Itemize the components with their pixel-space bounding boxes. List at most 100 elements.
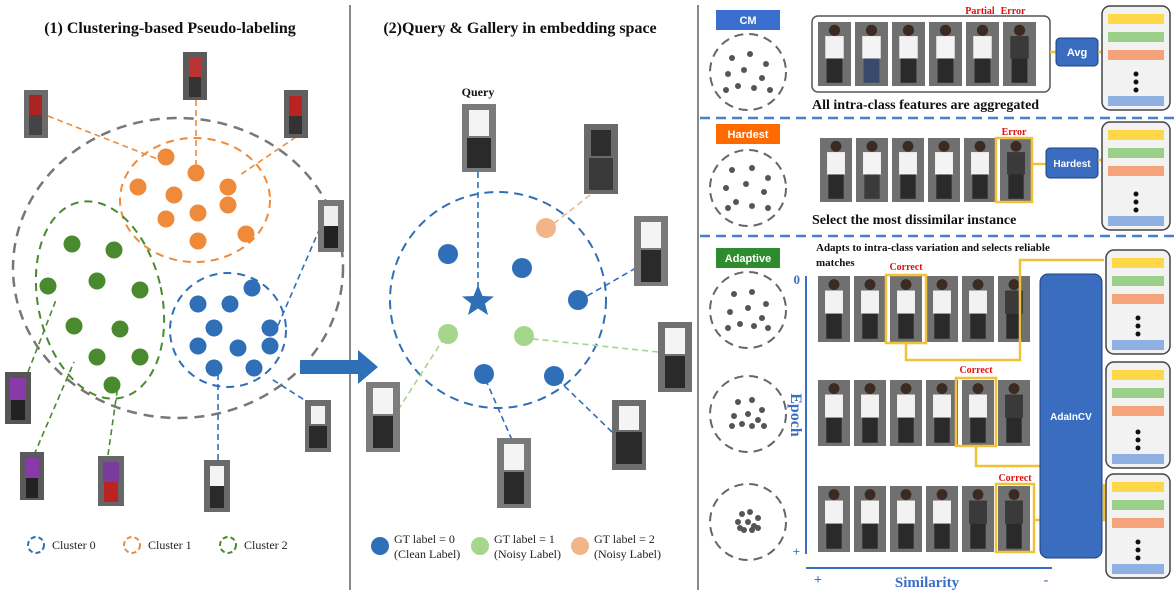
cluster-point (103, 376, 121, 394)
epoch-label: Epoch (787, 393, 804, 437)
cluster-point (189, 232, 207, 250)
mini-cluster-boundary (709, 483, 787, 561)
legend-swatch (27, 536, 45, 554)
person-photo-icon (962, 380, 994, 446)
legend-sublabel: (Clean Label) (394, 547, 460, 561)
mini-cluster-point (755, 525, 761, 531)
mini-cluster-point (743, 181, 749, 187)
similarity-label: Similarity (895, 575, 960, 591)
person-photo-icon (892, 22, 925, 86)
person-photo-icon (854, 486, 886, 552)
legend-label: GT label = 1 (494, 532, 555, 546)
person-photo-icon (926, 276, 958, 342)
adaptive-caption-line1: Adapts to intra-class variation and sele… (816, 242, 1050, 254)
legend-label: Cluster 1 (148, 538, 192, 552)
mini-cluster-point (739, 511, 745, 517)
cluster-point (131, 281, 149, 299)
person-photo-icon (998, 276, 1030, 342)
person-photo-icon (962, 276, 994, 342)
mini-cluster-point (745, 411, 751, 417)
adaptive-caption-line2: matches (816, 257, 855, 269)
mini-cluster-point (731, 291, 737, 297)
cluster-point (243, 279, 261, 297)
avg-box-label: Avg (1067, 47, 1087, 59)
mini-cluster-point (749, 165, 755, 171)
mini-cluster-point (725, 205, 731, 211)
mini-cluster-boundary (709, 271, 787, 349)
mini-cluster-point (723, 87, 729, 93)
panel1-title: (1) Clustering-based Pseudo-labeling (44, 20, 296, 37)
vertical-dots-icon (1135, 539, 1141, 561)
cluster-point (111, 320, 129, 338)
mini-cluster-point (745, 305, 751, 311)
person-photo-icon (612, 400, 646, 470)
person-photo-icon (926, 380, 958, 446)
person-photo-icon (926, 486, 958, 552)
mini-cluster-point (767, 87, 773, 93)
legend-swatch (219, 536, 237, 554)
adaincv-box (1039, 273, 1103, 559)
person-photo-icon (890, 276, 922, 342)
mini-clusters (709, 33, 787, 561)
mini-cluster-point (725, 71, 731, 77)
person-photo-icon (98, 456, 124, 506)
person-photo-icon (966, 22, 999, 86)
panel-embedding: (2)Query & Gallery in embedding space Qu… (366, 20, 692, 561)
epoch-start-label: 0 (794, 272, 801, 287)
cluster-2-boundary (34, 200, 166, 400)
person-photo-icon (929, 22, 962, 86)
cm-caption: All intra-class features are aggregated (812, 98, 1039, 113)
person-photo-icon (634, 216, 668, 286)
person-photo-icon (183, 52, 207, 100)
adaptive-highlight-3 (994, 482, 1036, 554)
hardest-gallery (820, 138, 1032, 202)
mini-cluster-point (759, 315, 765, 321)
cluster-0-boundary (169, 272, 287, 388)
adaincv-box-label: AdaInCV (1050, 412, 1092, 423)
mini-cluster-point (741, 67, 747, 73)
mini-cluster-point (749, 397, 755, 403)
panel1-legend: Cluster 0 Cluster 1 Cluster 2 (27, 536, 288, 554)
cm-tag (716, 10, 780, 30)
embedding-point (512, 258, 532, 278)
mini-cluster-point (747, 509, 753, 515)
mini-cluster-point (765, 205, 771, 211)
mini-cluster-point (737, 525, 743, 531)
person-photo-icon (497, 438, 531, 508)
cluster-point (129, 178, 147, 196)
legend-label: Cluster 0 (52, 538, 96, 552)
person-photo-icon (998, 380, 1030, 446)
adaptive-gallery (818, 276, 1030, 552)
vertical-dots-icon (1135, 315, 1141, 337)
legend-label: Cluster 2 (244, 538, 288, 552)
hardest-caption: Select the most dissimilar instance (812, 213, 1016, 228)
mini-cluster-point (729, 55, 735, 61)
panel2-legend: GT label = 0(Clean Label)GT label = 1(No… (371, 532, 661, 561)
legend-sublabel: (Noisy Label) (494, 547, 561, 561)
outer-cluster-boundary (11, 116, 345, 420)
embedding-point (438, 324, 458, 344)
person-photo-icon (892, 138, 924, 202)
person-photo-icon (1003, 22, 1036, 86)
cluster-point (237, 225, 255, 243)
mini-cluster-point (749, 423, 755, 429)
cluster-point (189, 295, 207, 313)
feature-stack (1105, 473, 1171, 579)
person-photo-icon (318, 200, 344, 252)
cluster-points (39, 148, 279, 394)
hardest-tag (716, 124, 780, 144)
cluster-point (157, 210, 175, 228)
cluster-point (205, 359, 223, 377)
feature-stack (1105, 249, 1171, 355)
leader-lines (27, 100, 321, 460)
person-photo-icon (856, 138, 888, 202)
legend-swatch (371, 537, 389, 555)
mini-cluster-point (737, 321, 743, 327)
mini-cluster-point (749, 527, 755, 533)
cluster-point (219, 196, 237, 214)
mini-cluster-point (729, 167, 735, 173)
sim-end-label: - (1044, 573, 1049, 588)
person-photo-icon (964, 138, 996, 202)
sim-start-label: + (814, 573, 822, 588)
